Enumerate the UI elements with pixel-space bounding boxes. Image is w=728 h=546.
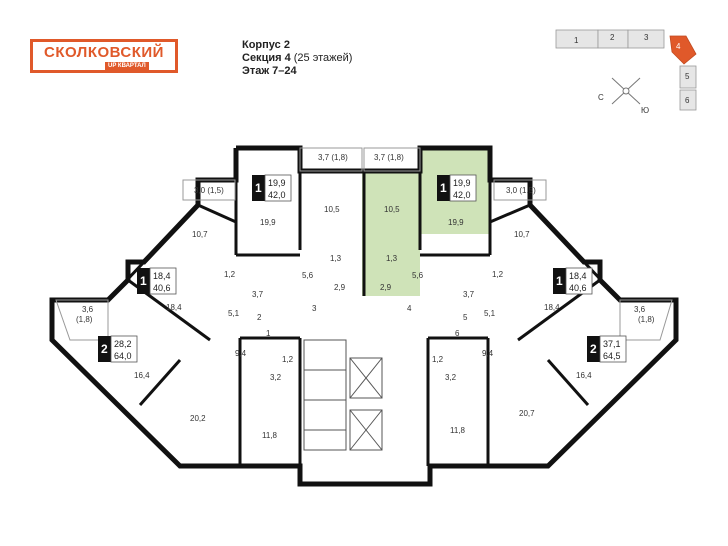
room-label: 3,7 (1,8) — [374, 153, 404, 162]
room-label: 10,5 — [324, 205, 340, 214]
badge-total: 40,6 — [153, 283, 171, 293]
room-label: 3,0 (1,5) — [506, 186, 536, 195]
room-label: 9,4 — [482, 349, 494, 358]
room-label: 1,3 — [386, 254, 398, 263]
apartment-badge: 1 18,4 40,6 — [137, 267, 177, 295]
badge-rooms: 2 — [590, 342, 597, 356]
room-label: 16,4 — [134, 371, 150, 380]
room-label: 11,8 — [450, 426, 466, 435]
logo-sub: UP КВАРТАЛ — [105, 62, 149, 70]
room-label: 4 — [407, 304, 412, 313]
room-label: 3,6 — [634, 305, 646, 314]
apartment-badge: 2 37,1 64,5 — [587, 335, 627, 363]
logo-sub-label: КВАРТАЛ — [117, 63, 146, 69]
room-label: 10,5 — [384, 205, 400, 214]
room-label: 3,7 (1,8) — [318, 153, 348, 162]
apartment-badge: 2 28,2 64,0 — [98, 335, 138, 363]
room-label: 1,2 — [432, 355, 444, 364]
logo-name: СКОЛКОВСКИЙ — [44, 44, 164, 61]
room-label: 10,7 — [514, 230, 530, 239]
room-label: 9,4 — [235, 349, 247, 358]
room-label: 5,1 — [228, 309, 240, 318]
badge-rooms: 1 — [255, 181, 262, 195]
badge-living: 18,4 — [569, 271, 587, 281]
room-label: 11,8 — [262, 431, 278, 440]
badge-total: 40,6 — [569, 283, 587, 293]
room-label: (1,8) — [638, 315, 655, 324]
room-label: 3,7 — [252, 290, 264, 299]
room-label: 2,9 — [380, 283, 392, 292]
room-label: 5,6 — [412, 271, 424, 280]
building-label: Корпус 2 — [242, 39, 290, 51]
floor-info: Корпус 2 Секция 4 (25 этажей) Этаж 7–24 — [242, 39, 352, 78]
room-label: 1 — [266, 329, 271, 338]
badge-living: 19,9 — [268, 178, 286, 188]
room-label: 6 — [455, 329, 460, 338]
core — [303, 339, 383, 451]
room-label: 5 — [463, 313, 468, 322]
logo-mark: UP — [108, 63, 117, 69]
room-label: 2,9 — [334, 283, 346, 292]
room-label: 18,4 — [544, 303, 560, 312]
room-label: 1,3 — [330, 254, 342, 263]
badge-living: 28,2 — [114, 339, 132, 349]
badge-rooms: 1 — [440, 181, 447, 195]
badge-rooms: 1 — [556, 274, 563, 288]
badge-rooms: 2 — [101, 342, 108, 356]
badge-rooms: 1 — [140, 274, 147, 288]
room-label: 1,2 — [282, 355, 294, 364]
room-label: 20,2 — [190, 414, 206, 423]
room-label: 10,7 — [192, 230, 208, 239]
apartment-badge: 1 18,4 40,6 — [553, 267, 593, 295]
badge-living: 19,9 — [453, 178, 471, 188]
badge-living: 18,4 — [153, 271, 171, 281]
room-label: 5,6 — [302, 271, 314, 280]
room-label: 5,1 — [484, 309, 496, 318]
badge-total: 64,5 — [603, 351, 621, 361]
interior-walls — [106, 148, 622, 466]
room-label: 19,9 — [260, 218, 276, 227]
badge-total: 42,0 — [453, 190, 471, 200]
logo: СКОЛКОВСКИЙ UP КВАРТАЛ — [30, 39, 178, 73]
room-label: 3 — [312, 304, 317, 313]
room-label: 2 — [257, 313, 262, 322]
room-label: 3,6 — [82, 305, 94, 314]
badge-total: 42,0 — [268, 190, 286, 200]
apartment-badge: 1 19,9 42,0 — [437, 174, 477, 202]
floor-label: Этаж 7–24 — [242, 65, 297, 77]
floors-note: (25 этажей) — [293, 52, 353, 64]
badge-total: 64,0 — [114, 351, 132, 361]
room-label: 3,0 (1,5) — [194, 186, 224, 195]
room-label: 19,9 — [448, 218, 464, 227]
room-label: (1,8) — [76, 315, 93, 324]
room-label: 3,2 — [445, 373, 457, 382]
section-label: Секция 4 — [242, 52, 291, 64]
room-label: 18,4 — [166, 303, 182, 312]
room-label: 1,2 — [492, 270, 504, 279]
apartment-badge: 1 19,9 42,0 — [252, 174, 292, 202]
room-label: 16,4 — [576, 371, 592, 380]
room-label: 3,7 — [463, 290, 475, 299]
room-label: 1,2 — [224, 270, 236, 279]
badge-living: 37,1 — [603, 339, 621, 349]
room-label: 3,2 — [270, 373, 282, 382]
room-label: 20,7 — [519, 409, 535, 418]
room-labels: 3,7 (1,8) 3,7 (1,8) 3,0 (1,5) 3,0 (1,5) … — [76, 153, 655, 440]
